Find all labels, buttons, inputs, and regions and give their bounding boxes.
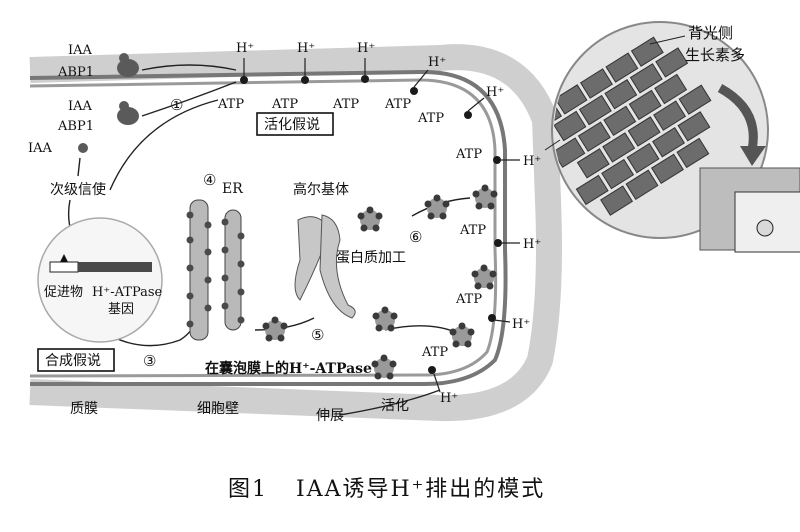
iaa-label-2: IAA [68, 99, 93, 114]
protein-processing-label: 蛋白质加工 [336, 250, 406, 266]
pump-3 [361, 75, 369, 83]
synthesis-hypothesis-text: 合成假说 [45, 353, 101, 369]
h-plus-label-6: H⁺ [523, 154, 541, 169]
gene-bar [78, 262, 152, 272]
atp-label-3: ATP [332, 97, 359, 112]
h-plus-label-5: H⁺ [486, 85, 504, 100]
step-5: ⑤ [311, 326, 324, 344]
abp1-label-1: ABP1 [57, 65, 94, 80]
h-plus-label-1: H⁺ [236, 41, 254, 56]
activation-hypothesis-text: 活化假说 [264, 117, 320, 133]
iaa-label-3: IAA [28, 141, 53, 156]
gene-label: 基因 [108, 302, 134, 317]
h-plus-label-9: H⁺ [440, 391, 458, 406]
abp1-label-2: ABP1 [57, 119, 94, 134]
promoter-label: 促进物 [44, 285, 83, 300]
vesicle-atpase-label: 在囊泡膜上的H⁺-ATPase [205, 360, 372, 377]
iaa-label-1: IAA [68, 43, 93, 58]
figure-title: IAA诱导H⁺排出的模式 [296, 477, 545, 502]
vesicle-2 [358, 207, 383, 232]
vesicle-6 [373, 307, 398, 332]
h-plus-label-2: H⁺ [297, 41, 315, 56]
atp-label-7: ATP [459, 223, 486, 238]
endoplasmic-reticulum [190, 200, 241, 340]
inset-pump [757, 220, 773, 236]
pump-8 [488, 314, 496, 322]
nucleus [38, 218, 162, 342]
cell-wall-label: 细胞壁 [197, 401, 239, 417]
pump-10 [428, 366, 436, 374]
second-messenger-label: 次级信使 [50, 181, 106, 198]
vesicle-3 [425, 195, 450, 220]
grows-more-label: 生长素多 [685, 46, 745, 64]
vesicle-1 [263, 317, 288, 342]
atp-label-2: ATP [271, 97, 298, 112]
h-plus-label-3: H⁺ [357, 41, 375, 56]
pump-5 [464, 111, 472, 119]
atp-label-5: ATP [417, 111, 444, 126]
pump-1 [240, 76, 248, 84]
promoter-bar [50, 262, 78, 272]
activation-label: 活化 [381, 398, 409, 414]
atp-label-6: ATP [455, 147, 482, 162]
atp-label-9: ATP [421, 345, 448, 360]
figure-number: 图1 [228, 477, 268, 502]
h-plus-label-7: H⁺ [523, 237, 541, 252]
iaa-molecule [78, 143, 88, 153]
vesicle-5 [472, 265, 497, 290]
extension-label: 伸展 [316, 408, 344, 424]
h-atpase-gene-label: H⁺-ATPase [92, 285, 163, 300]
atp-label-8: ATP [455, 292, 482, 307]
vesicle-7 [450, 323, 475, 348]
vesicle-8 [372, 355, 397, 380]
step-4: ④ [203, 171, 216, 189]
atp-label-1: ATP [217, 97, 244, 112]
golgi-apparatus [295, 215, 355, 318]
pump-2 [301, 76, 309, 84]
step-3: ③ [143, 352, 156, 370]
er-label: ER [222, 181, 243, 197]
plasma-membrane-label: 质膜 [70, 401, 98, 417]
h-plus-label-8: H⁺ [512, 317, 530, 332]
atp-label-4: ATP [384, 97, 411, 112]
pump-6 [493, 156, 501, 164]
pump-7 [494, 239, 502, 247]
iaa-abp1-complex-2 [117, 101, 139, 125]
shade-side-label: 背光侧 [688, 24, 733, 42]
step-6: ⑥ [409, 228, 422, 246]
growth-inset: 背光侧 生长素多 [530, 22, 800, 252]
pump-4 [410, 87, 418, 95]
h-plus-label-4: H⁺ [428, 55, 446, 70]
golgi-label: 高尔基体 [293, 181, 349, 198]
